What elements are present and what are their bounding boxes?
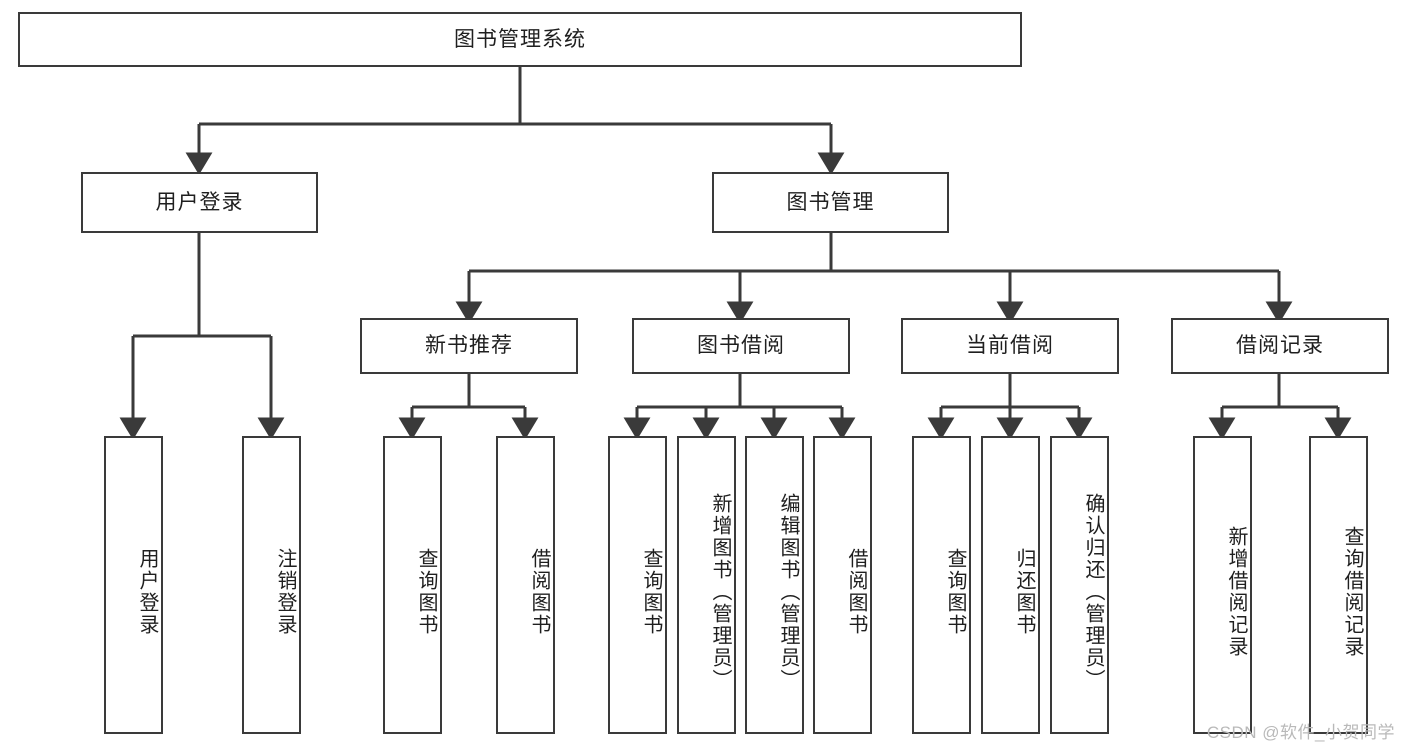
node-root-label: 图书管理系统 (454, 27, 586, 51)
node-leaf-borrow-query-book-label: 查询图书 (640, 548, 662, 636)
node-leaf-user-login[interactable]: 用户登录 (104, 436, 163, 734)
node-book-management[interactable]: 图书管理 (712, 172, 949, 233)
node-leaf-return-book[interactable]: 归还图书 (981, 436, 1040, 734)
node-leaf-borrow-book-label: 借阅图书 (845, 548, 867, 636)
node-current-borrow[interactable]: 当前借阅 (901, 318, 1119, 374)
node-leaf-recommend-query-book[interactable]: 查询图书 (383, 436, 442, 734)
node-leaf-borrow-query-book[interactable]: 查询图书 (608, 436, 667, 734)
node-leaf-add-book-admin[interactable]: 新增图书（管理员） (677, 436, 736, 734)
node-leaf-recommend-borrow-book[interactable]: 借阅图书 (496, 436, 555, 734)
node-new-book-recommend[interactable]: 新书推荐 (360, 318, 578, 374)
node-user-login[interactable]: 用户登录 (81, 172, 318, 233)
node-borrow-records-label: 借阅记录 (1236, 334, 1324, 358)
node-leaf-edit-book-admin-label: 编辑图书（管理员） (777, 493, 799, 691)
node-leaf-logout[interactable]: 注销登录 (242, 436, 301, 734)
node-current-borrow-label: 当前借阅 (966, 334, 1054, 358)
node-leaf-current-query-book[interactable]: 查询图书 (912, 436, 971, 734)
node-leaf-confirm-return-admin-label: 确认归还（管理员） (1082, 493, 1104, 691)
node-leaf-query-borrow-record[interactable]: 查询借阅记录 (1309, 436, 1368, 734)
node-leaf-add-borrow-record-label: 新增借阅记录 (1225, 526, 1247, 658)
node-leaf-recommend-query-book-label: 查询图书 (415, 548, 437, 636)
node-new-book-recommend-label: 新书推荐 (425, 334, 513, 358)
node-book-borrow[interactable]: 图书借阅 (632, 318, 850, 374)
node-leaf-logout-label: 注销登录 (274, 548, 296, 636)
node-leaf-add-book-admin-label: 新增图书（管理员） (709, 493, 731, 691)
node-leaf-query-borrow-record-label: 查询借阅记录 (1341, 526, 1363, 658)
node-leaf-return-book-label: 归还图书 (1013, 548, 1035, 636)
node-leaf-user-login-label: 用户登录 (136, 548, 158, 636)
watermark-text: CSDN @软件_小贺同学 (1206, 723, 1395, 742)
node-book-management-label: 图书管理 (786, 190, 875, 214)
node-leaf-edit-book-admin[interactable]: 编辑图书（管理员） (745, 436, 804, 734)
node-book-borrow-label: 图书借阅 (697, 334, 785, 358)
node-borrow-records[interactable]: 借阅记录 (1171, 318, 1389, 374)
node-leaf-borrow-book[interactable]: 借阅图书 (813, 436, 872, 734)
node-leaf-recommend-borrow-book-label: 借阅图书 (528, 548, 550, 636)
node-leaf-add-borrow-record[interactable]: 新增借阅记录 (1193, 436, 1252, 734)
node-root-book-management-system[interactable]: 图书管理系统 (18, 12, 1022, 67)
node-leaf-confirm-return-admin[interactable]: 确认归还（管理员） (1050, 436, 1109, 734)
node-leaf-current-query-book-label: 查询图书 (944, 548, 966, 636)
node-user-login-label: 用户登录 (155, 190, 244, 214)
